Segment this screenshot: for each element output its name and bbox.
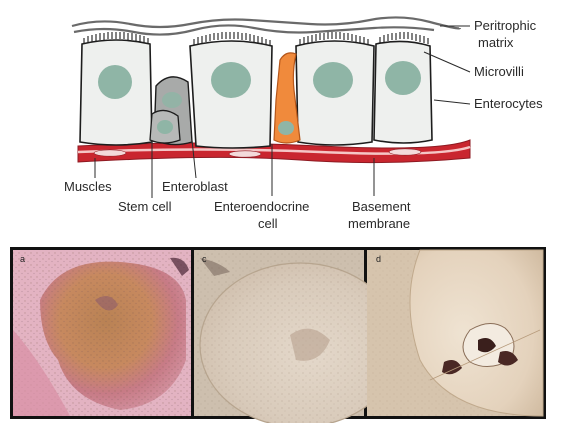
label-enteroendocrine-2: cell xyxy=(258,216,278,231)
enterocyte-3 xyxy=(296,41,374,145)
label-enterocytes: Enterocytes xyxy=(474,96,543,111)
label-peritrophic-2: matrix xyxy=(478,35,514,50)
label-basement-1: Basement xyxy=(352,199,411,214)
panel-d-tag: d xyxy=(376,254,381,264)
label-microvilli: Microvilli xyxy=(474,64,524,79)
enterocyte-4 xyxy=(374,41,432,143)
panel-c-tag: c xyxy=(202,254,207,264)
gut-epithelium-diagram: Peritrophic matrix Microvilli Enterocyte… xyxy=(64,17,543,231)
enterocyte-2 xyxy=(190,41,272,148)
micrograph-panel-d: d xyxy=(367,250,543,416)
enterocyte-1 xyxy=(80,40,152,145)
label-stem-cell: Stem cell xyxy=(118,199,172,214)
label-enteroendocrine-1: Enteroendocrine xyxy=(214,199,309,214)
label-peritrophic-1: Peritrophic xyxy=(474,18,537,33)
peritrophic-matrix xyxy=(72,17,460,34)
label-enteroblast: Enteroblast xyxy=(162,179,228,194)
stem-cell xyxy=(150,110,180,143)
label-muscles: Muscles xyxy=(64,179,112,194)
micrograph-strip: a c d xyxy=(10,247,546,423)
micrograph-panel-a: a xyxy=(13,250,191,416)
panel-a-tag: a xyxy=(20,254,25,264)
label-basement-2: membrane xyxy=(348,216,410,231)
